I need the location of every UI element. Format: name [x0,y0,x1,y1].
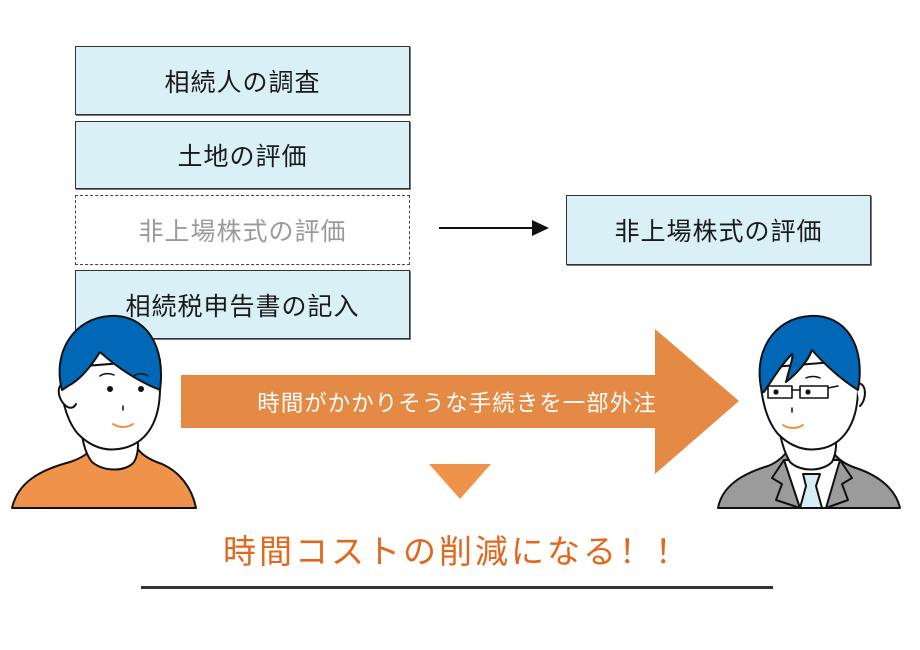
accountant-face [759,359,859,451]
outsourced-task-box: 非上場株式の評価 [566,195,871,265]
tax-accountant-illustration [717,314,901,509]
client-person-illustration [11,314,197,509]
client-hair [58,314,162,391]
task-label: 非上場株式の評価 [138,217,347,246]
down-triangle-icon [429,464,491,499]
result-heading: 時間コストの削減になる！！ [223,532,691,571]
task-label: 相続人の調査 [164,67,321,97]
task-box-land-valuation: 土地の評価 [75,121,410,189]
task-box-unlisted-shares-outsourced: 非上場株式の評価 [75,195,410,265]
client-face [59,359,161,451]
outsourced-task-label: 非上場株式の評価 [614,217,823,246]
task-label: 相続税申告書の記入 [125,291,360,321]
glasses-icon [767,385,839,399]
task-label: 土地の評価 [177,142,308,171]
outsource-arrow-icon [439,220,549,236]
big-orange-arrow [181,329,739,474]
big-arrow-label: 時間がかかりそうな手続きを一部外注 [257,390,657,417]
task-box-heir-investigation: 相続人の調査 [75,46,410,115]
accountant-hair [758,314,861,393]
tie [799,473,823,509]
result-underline [141,586,773,589]
